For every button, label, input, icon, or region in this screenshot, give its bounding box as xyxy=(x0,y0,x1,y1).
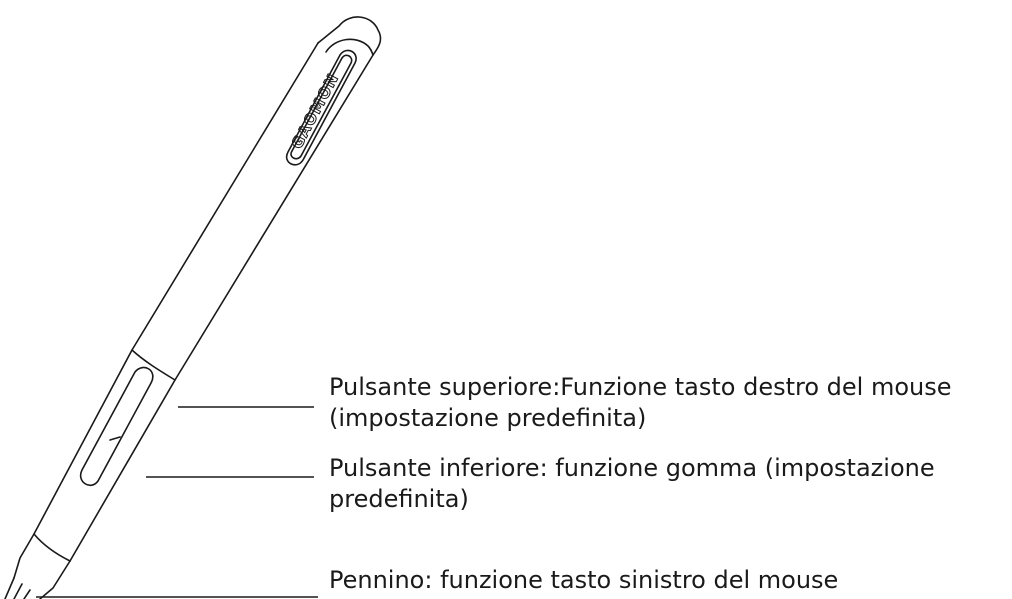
pen-nib xyxy=(4,577,31,599)
callout-nib-line1: Pennino: funzione tasto sinistro del mou… xyxy=(329,566,839,594)
logo-panel-inner xyxy=(290,54,353,160)
callout-lower-button: Pulsante inferiore: funzione gomma (impo… xyxy=(329,453,935,515)
callout-lower-button-line2: predefinita) xyxy=(329,485,469,513)
logo-panel xyxy=(285,49,357,166)
side-button-rocker xyxy=(79,366,154,486)
pen-nose-separator xyxy=(33,533,71,562)
callout-upper-button-line2: (impostazione predefinita) xyxy=(329,404,647,432)
pen-cap-ring xyxy=(325,38,374,56)
pen-cap-end xyxy=(317,16,382,56)
brand-logo-text: GAOMON xyxy=(288,70,343,152)
side-button-divider xyxy=(109,436,121,441)
pen-grip-separator xyxy=(131,349,176,381)
pen-nose xyxy=(13,533,71,599)
callout-upper-button-line1: Pulsante superiore:Funzione tasto destro… xyxy=(329,373,952,401)
callout-nib: Pennino: funzione tasto sinistro del mou… xyxy=(329,565,838,596)
callout-lower-button-line1: Pulsante inferiore: funzione gomma (impo… xyxy=(329,454,935,482)
callout-upper-button: Pulsante superiore:Funzione tasto destro… xyxy=(329,372,952,434)
